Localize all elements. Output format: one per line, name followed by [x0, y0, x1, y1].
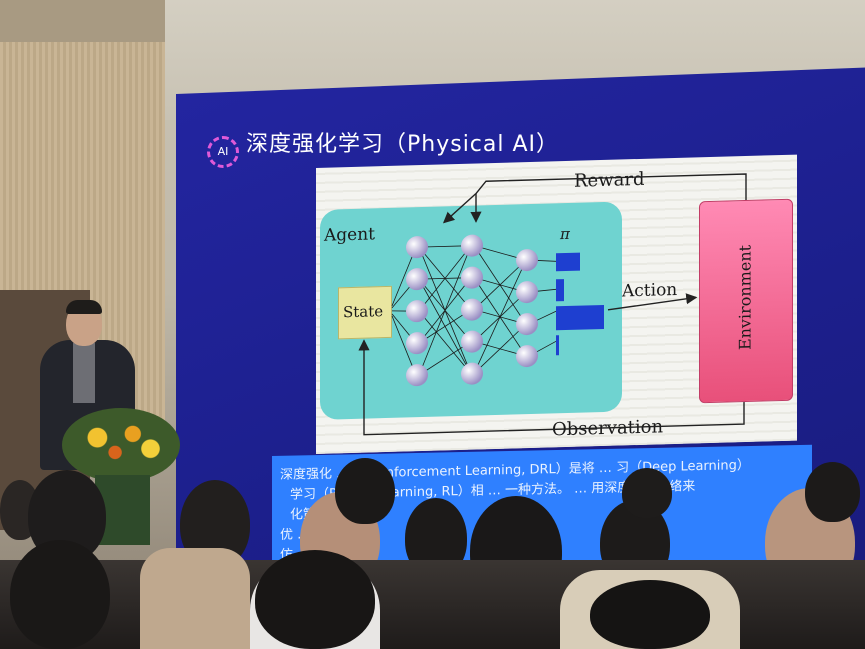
wood-panel-top — [0, 0, 165, 42]
output-node — [516, 313, 538, 336]
hidden2-node — [461, 266, 483, 289]
reward-branch-left — [442, 193, 477, 224]
reward-loop-line — [475, 173, 747, 201]
speaker-shirt — [73, 343, 95, 403]
ai-logo-text: AI — [217, 145, 229, 158]
hidden2-node — [461, 330, 483, 353]
policy-bar — [556, 252, 580, 272]
audience-head — [622, 468, 672, 518]
policy-bar — [556, 335, 559, 356]
audience-jacket — [140, 548, 250, 649]
audience-head — [255, 550, 375, 649]
output-node — [516, 345, 538, 368]
audience-head — [10, 540, 110, 649]
output-node — [516, 249, 538, 272]
hidden1-node — [406, 236, 428, 259]
slide-title: 深度强化学习（Physical AI） — [246, 132, 560, 157]
audience — [0, 440, 865, 649]
network-nodes — [406, 234, 538, 387]
hidden2-node — [461, 298, 483, 321]
policy-bar — [556, 304, 604, 331]
speaker-hair — [66, 300, 102, 314]
hidden1-node — [406, 364, 428, 387]
hidden1-node — [406, 332, 428, 355]
hidden2-node — [461, 234, 483, 257]
loop-arrows — [358, 173, 747, 436]
output-node — [516, 281, 538, 304]
drl-diagram: Agent State Environment Reward Observati… — [316, 154, 797, 454]
hidden1-node — [406, 268, 428, 291]
audience-head — [805, 462, 860, 522]
policy-bar — [556, 279, 564, 302]
hidden2-node — [461, 362, 483, 385]
observation-line — [358, 339, 745, 436]
policy-bars — [556, 252, 604, 356]
audience-head — [335, 458, 395, 524]
network-svg — [358, 173, 747, 436]
audience-head — [590, 580, 710, 649]
action-arrow — [607, 293, 698, 311]
hidden1-node — [406, 300, 428, 323]
flower-arrangement — [62, 408, 180, 482]
ai-gear-logo: AI — [207, 136, 239, 168]
